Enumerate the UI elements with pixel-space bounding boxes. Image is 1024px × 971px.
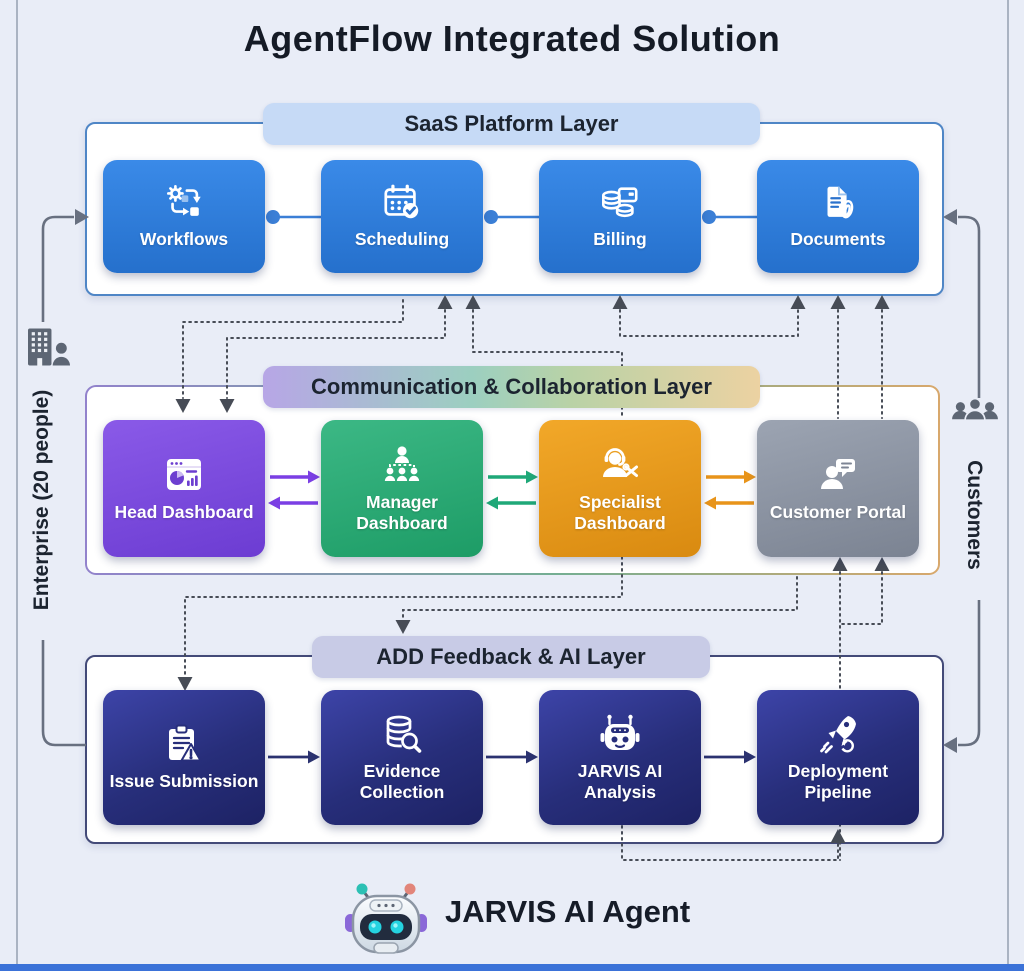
org-chart-icon	[378, 443, 426, 487]
enterprise-annotation: Enterprise (20 people)	[30, 389, 53, 611]
customers-people-icon	[950, 396, 1000, 437]
document-paperclip-icon	[815, 182, 861, 224]
node-label: Workflows	[139, 229, 229, 250]
bottom-edge-bar	[0, 964, 1024, 971]
feedback-layer-label: ADD Feedback & AI Layer	[312, 636, 710, 678]
node-label: Billing	[593, 229, 647, 250]
footer: JARVIS AI Agent	[0, 868, 1024, 964]
calendar-check-icon	[379, 182, 425, 224]
node-head-dashboard: Head Dashboard	[103, 420, 265, 557]
node-issue-submission: Issue Submission	[103, 690, 265, 825]
clipboard-alert-icon	[160, 722, 208, 766]
communication-layer-label: Communication & Collaboration Layer	[263, 366, 760, 408]
enterprise-building-icon	[24, 326, 74, 373]
right-frame-line	[1007, 0, 1009, 971]
node-label: Issue Submission	[109, 771, 259, 792]
node-label: JARVIS AI Analysis	[577, 760, 663, 802]
database-search-icon	[378, 712, 426, 756]
node-scheduling: Scheduling	[321, 160, 483, 273]
node-jarvis-ai-analysis: JARVIS AI Analysis	[539, 690, 701, 825]
user-chat-icon	[814, 453, 862, 497]
page-title: AgentFlow Integrated Solution	[243, 18, 781, 59]
customers-annotation: Customers	[963, 460, 986, 570]
node-label: Manager Dashboard	[356, 491, 448, 533]
node-customer-portal: Customer Portal	[757, 420, 919, 557]
node-label: Scheduling	[354, 229, 450, 250]
robot-icon	[596, 712, 644, 756]
saas-layer-label: SaaS Platform Layer	[263, 103, 760, 145]
rocket-deploy-icon	[814, 712, 862, 756]
node-deployment-pipeline: Deployment Pipeline	[757, 690, 919, 825]
node-evidence-collection: Evidence Collection	[321, 690, 483, 825]
node-label: Customer Portal	[769, 502, 907, 523]
node-label: Head Dashboard	[114, 502, 254, 523]
support-agent-icon	[596, 443, 644, 487]
node-documents: Documents	[757, 160, 919, 273]
node-manager-dashboard: Manager Dashboard	[321, 420, 483, 557]
analytics-dashboard-icon	[160, 453, 208, 497]
jarvis-mascot-robot-icon	[340, 874, 432, 967]
workflow-gear-icon	[161, 182, 207, 224]
node-label: Evidence Collection	[359, 760, 445, 802]
node-billing: Billing	[539, 160, 701, 273]
node-label: Deployment Pipeline	[787, 760, 889, 802]
node-specialist-dashboard: Specialist Dashboard	[539, 420, 701, 557]
coins-card-icon	[597, 182, 643, 224]
node-label: Specialist Dashboard	[574, 491, 666, 533]
left-frame-line	[16, 0, 18, 971]
node-label: Documents	[790, 229, 886, 250]
node-workflows: Workflows	[103, 160, 265, 273]
footer-title: JARVIS AI Agent	[445, 894, 691, 929]
